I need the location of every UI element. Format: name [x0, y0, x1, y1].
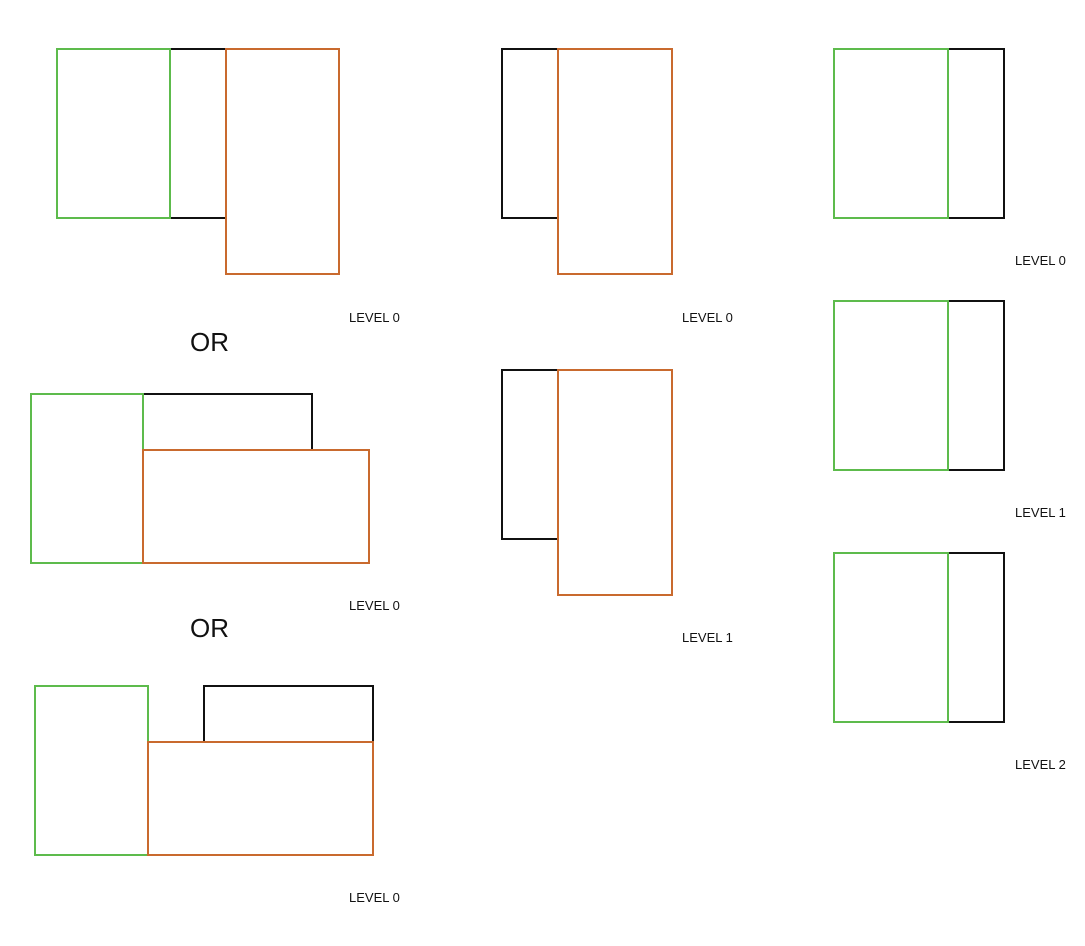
col1-opt1-orange-box: [225, 48, 340, 275]
col3-level2-group: LEVEL 2: [833, 552, 1066, 772]
col1-opt3-level-label: LEVEL 0: [349, 890, 400, 905]
col1-opt3-green-box: [34, 685, 149, 856]
col1-opt2-green-box: [30, 393, 144, 564]
col3-l2-black-box: [947, 552, 1005, 723]
col1-opt2-black-box: [142, 393, 313, 451]
col2-l0-black-box: [501, 48, 559, 219]
col1-opt1-green-box: [56, 48, 171, 219]
col1-option2-group: LEVEL 0: [30, 393, 400, 613]
col1-opt3-black-box: [203, 685, 374, 743]
col3-level1-group: LEVEL 1: [833, 300, 1066, 520]
col2-l0-level-label: LEVEL 0: [682, 310, 733, 325]
col1-opt2-orange-box: [142, 449, 370, 564]
col3-l1-level-label: LEVEL 1: [1015, 505, 1066, 520]
col3-l1-black-box: [947, 300, 1005, 471]
col2-level1-group: LEVEL 1: [501, 369, 733, 645]
col2-level0-group: LEVEL 0: [501, 48, 733, 325]
col3-level0-group: LEVEL 0: [833, 48, 1066, 268]
col2-l1-level-label: LEVEL 1: [682, 630, 733, 645]
col1-opt2-level-label: LEVEL 0: [349, 598, 400, 613]
col3-l0-green-box: [833, 48, 949, 219]
col1-or-label-2: OR: [190, 613, 229, 643]
col3-l0-level-label: LEVEL 0: [1015, 253, 1066, 268]
col3-l1-green-box: [833, 300, 949, 471]
col2-l1-orange-box: [557, 369, 673, 596]
col1-or-label-1: OR: [190, 327, 229, 357]
col2-l0-orange-box: [557, 48, 673, 275]
col1-opt3-orange-box: [147, 741, 374, 856]
col1-option3-group: LEVEL 0: [34, 685, 400, 905]
col2-l1-black-box: [501, 369, 559, 540]
col3-l0-black-box: [947, 48, 1005, 219]
col1-opt1-level-label: LEVEL 0: [349, 310, 400, 325]
col1-option1-group: LEVEL 0: [56, 48, 400, 325]
col3-l2-green-box: [833, 552, 949, 723]
col1-opt1-black-box: [169, 48, 227, 219]
col3-l2-level-label: LEVEL 2: [1015, 757, 1066, 772]
